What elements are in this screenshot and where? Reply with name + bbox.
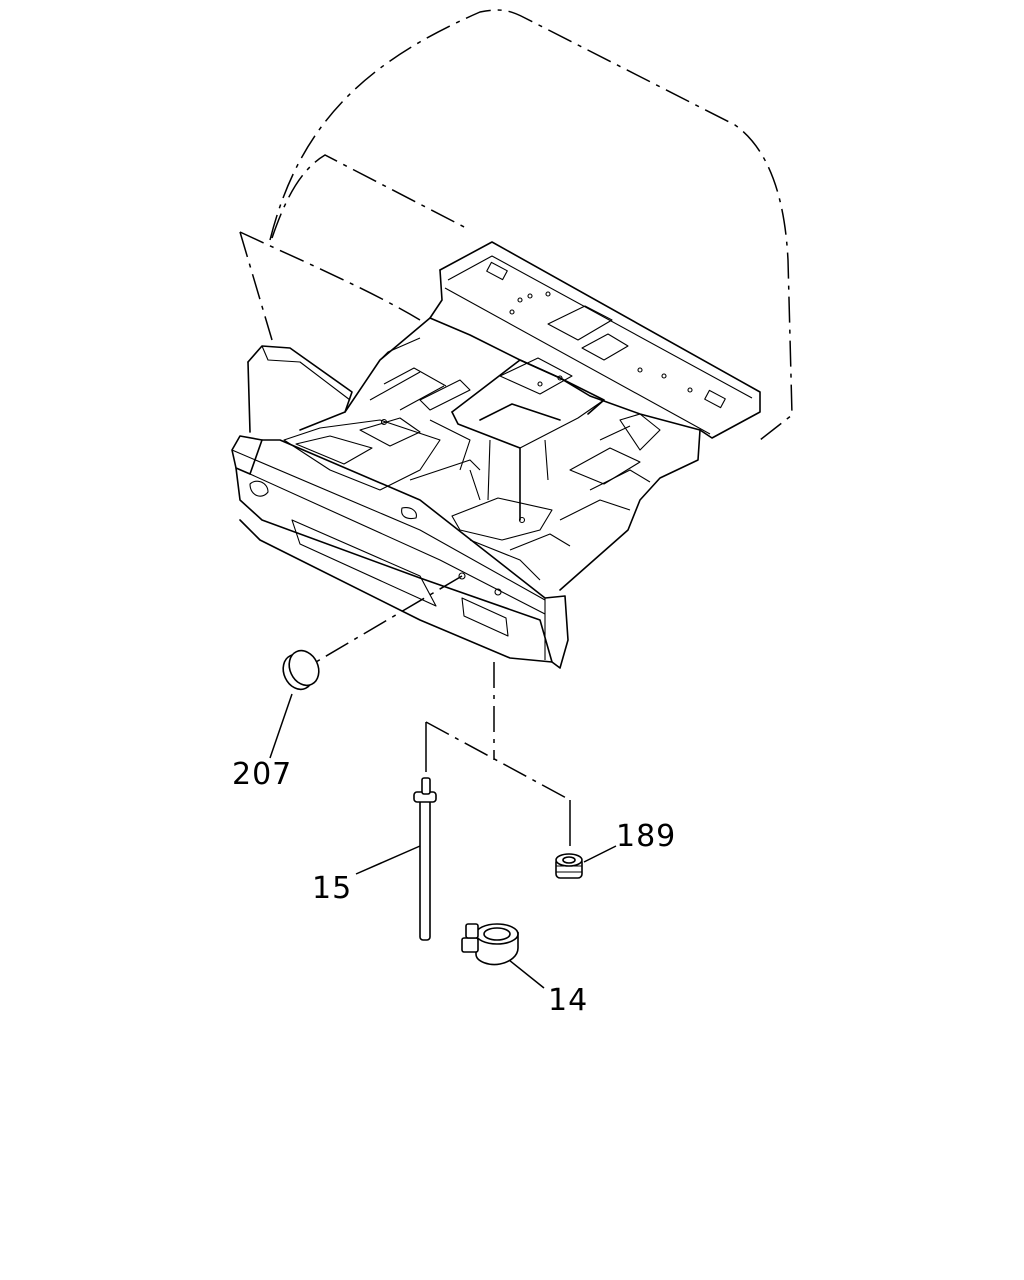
callout-207: 207 [232, 757, 292, 792]
leader-15 [355, 845, 421, 875]
callout-14: 14 [548, 983, 588, 1018]
callout-189: 189 [616, 819, 676, 854]
grommet-part-189 [555, 853, 583, 879]
clamp-part-14 [461, 923, 519, 966]
callout-15: 15 [312, 871, 352, 906]
rod-part-15 [413, 777, 437, 941]
leader-14 [503, 955, 545, 989]
cab-outline [239, 9, 793, 441]
plug-part-207 [282, 649, 320, 691]
connection-lines [269, 575, 617, 989]
leader-189 [583, 845, 617, 863]
floor-panel [231, 241, 761, 669]
leader-207 [269, 693, 293, 759]
